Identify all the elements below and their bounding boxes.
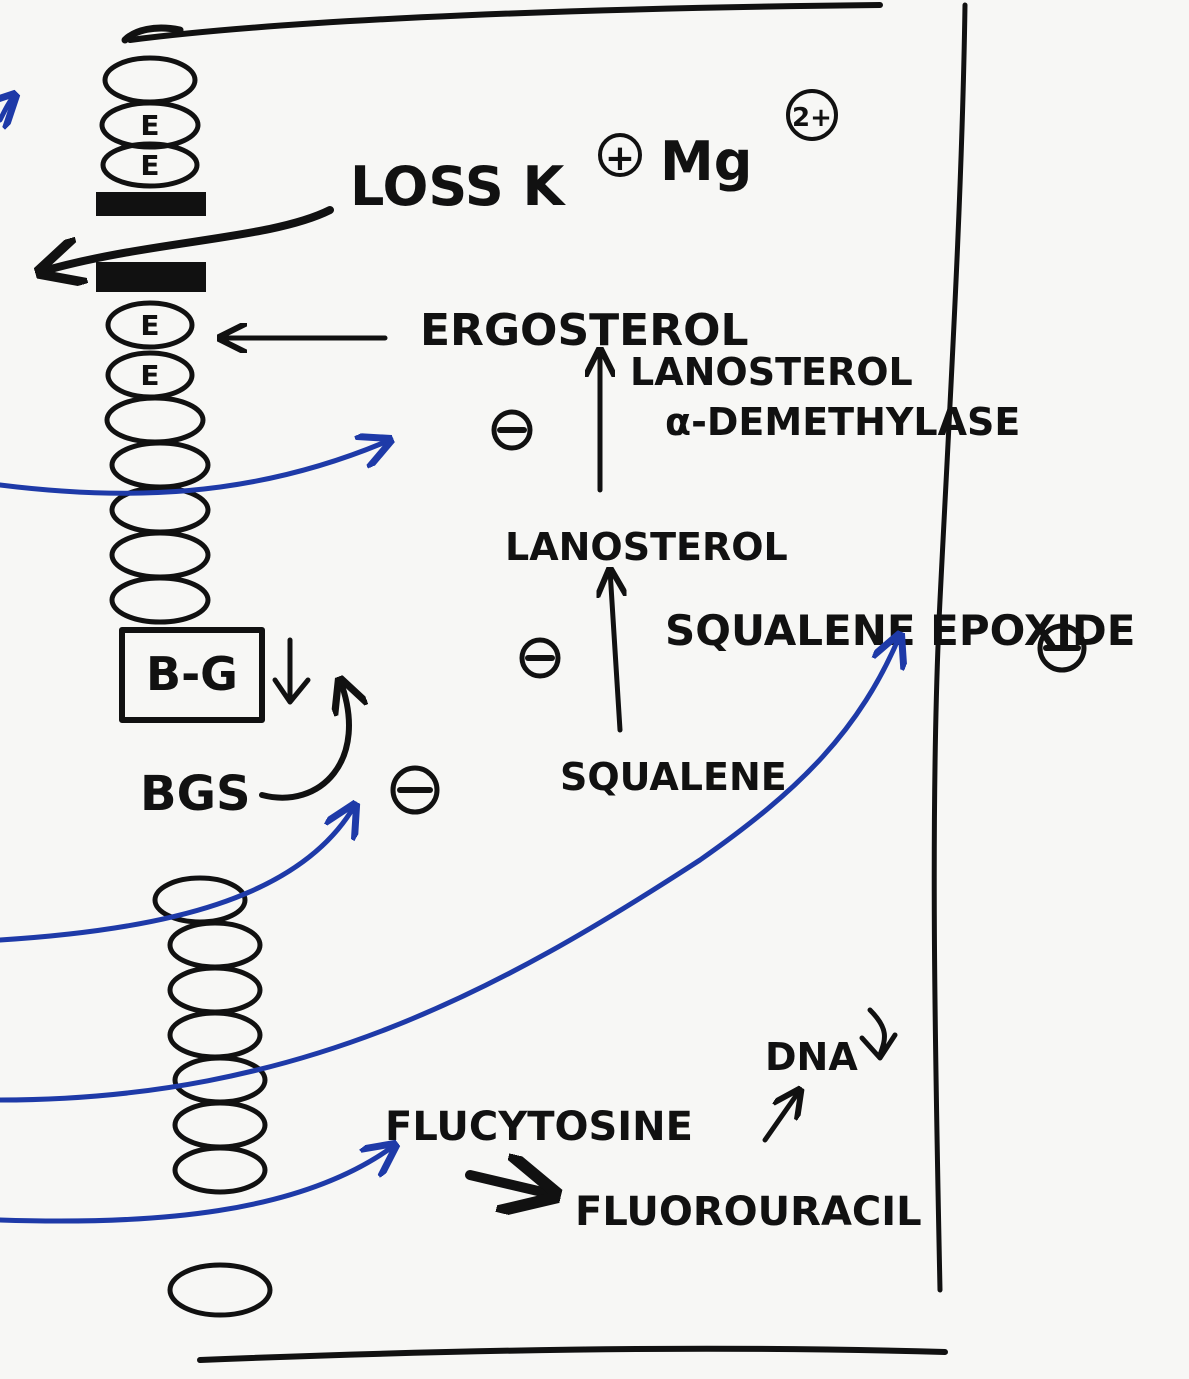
svg-text:E: E [140, 309, 159, 342]
svg-text:E: E [140, 149, 159, 182]
drug-arrow-flucytosine [0, 1145, 395, 1224]
ergosterol-lipid [99, 100, 201, 150]
beta-glucan-box: B-G [119, 627, 265, 723]
flucytosine-label: FLUCYTOSINE [385, 1104, 693, 1150]
svg-text:E: E [140, 359, 159, 392]
drug-arrow-azole [0, 440, 390, 496]
conversion-arrow-icon [465, 1175, 555, 1195]
svg-text:LOSS K: LOSS K [350, 155, 567, 218]
lanosterol-label: LANOSTEROL [505, 525, 788, 569]
decrease-arrow-icon [272, 637, 311, 705]
squalene-label: SQUALENE [560, 755, 787, 799]
drug-arrow-polyene [0, 95, 15, 120]
ion-efflux-arrow-icon [40, 206, 334, 272]
svg-text:B-G: B-G [146, 647, 238, 701]
dna-arrow-icon [762, 1090, 800, 1143]
dna-label: DNA [765, 1035, 858, 1079]
svg-text:Mg: Mg [660, 130, 752, 193]
damaged-lipid-block [96, 192, 206, 216]
enzyme-line1: LANOSTEROL [630, 350, 913, 394]
ergosterol-markers: E E E E [140, 109, 159, 392]
ion-loss-label: LOSS K + Mg 2+ [350, 89, 838, 218]
bgs-label: BGS [140, 766, 251, 822]
drug-arrow-echinocandin [0, 805, 355, 943]
membrane-upper [96, 55, 211, 625]
inhibit-azole-icon [491, 409, 533, 451]
ergosterol-lipid [100, 141, 200, 189]
cell-outline [121, 2, 968, 1363]
svg-text:E: E [140, 109, 159, 142]
svg-text:2+: 2+ [792, 103, 832, 133]
dna-decrease-icon [859, 1007, 898, 1061]
inhibit-echinocandin-icon [390, 765, 440, 815]
svg-text:+: + [605, 138, 635, 179]
damaged-lipid-block [96, 262, 206, 292]
ergosterol-lipid [105, 300, 195, 350]
membrane-lower [152, 875, 273, 1318]
inhibit-allylamine-icon [519, 637, 561, 679]
drug-entry-arrows [0, 95, 900, 1224]
enzyme-line2: α-DEMETHYLASE [665, 400, 1020, 444]
fluorouracil-label: FLUOROURACIL [575, 1189, 922, 1235]
drug-arrow-allylamine [0, 635, 900, 1103]
ergosterol-label: ERGOSTEROL [420, 305, 749, 356]
bgs-arrow-icon [259, 680, 349, 801]
inhibit-epoxide-icon [1037, 623, 1087, 673]
epoxidase-step-arrow-icon [610, 570, 620, 733]
